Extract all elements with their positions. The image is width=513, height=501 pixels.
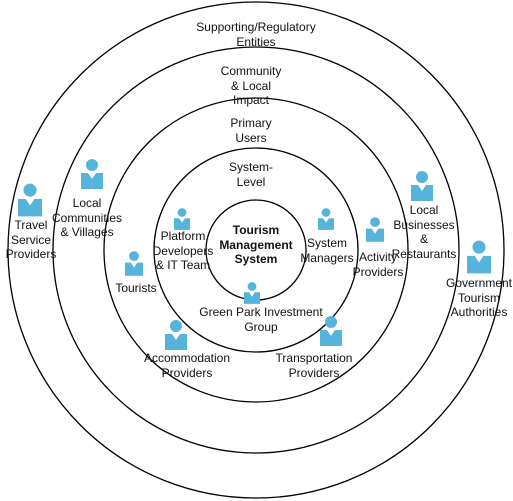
person-icon [467, 240, 491, 274]
ring-label-second: Primary Users [230, 116, 272, 145]
person-icon [18, 183, 42, 217]
ring-label-outer: Supporting/Regulatory Entities [196, 20, 316, 49]
label-local-businesses: Local Businesses & Restaurants [391, 203, 457, 261]
person-icon [366, 217, 384, 242]
ring-label-third: Community & Local Impact [220, 64, 282, 107]
ring-inner [153, 147, 359, 353]
person-icon [320, 316, 342, 346]
person-icon [174, 208, 190, 230]
ring-third [52, 46, 460, 454]
label-government: Government Tourism Authorities [445, 276, 513, 319]
label-accommodation: Accommodation Providers [143, 351, 231, 380]
ring-second [103, 97, 409, 403]
label-local-communities: Local Communities & Villages [51, 196, 123, 239]
person-icon [244, 282, 260, 304]
person-icon [411, 171, 433, 201]
ring-outer [7, 1, 505, 499]
person-icon [318, 208, 334, 230]
label-green-park: Green Park Investment Group [199, 305, 323, 334]
label-platform-developers: Platform Developers & IT Team [152, 229, 214, 272]
person-icon [81, 159, 103, 189]
person-icon [165, 320, 187, 350]
label-transportation: Transportation Providers [275, 351, 353, 380]
label-activity-providers: Activity Providers [352, 250, 404, 279]
label-tourists: Tourists [115, 281, 157, 295]
center-label: Tourism Management System [219, 223, 293, 266]
person-icon [125, 251, 143, 276]
label-travel-service: Travel Service Providers [5, 218, 57, 261]
ring-label-inner: System- Level [228, 160, 273, 189]
label-system-managers: System Managers [300, 236, 354, 265]
